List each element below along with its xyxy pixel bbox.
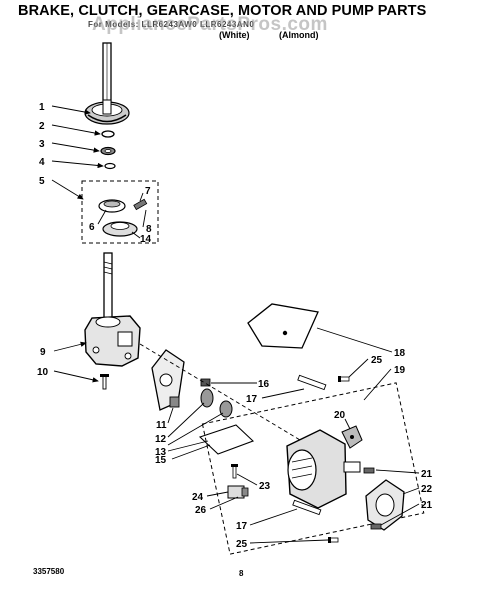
bearing-part-11 <box>169 396 180 408</box>
callout-leaders <box>51 105 420 544</box>
bracket-part-17-upper <box>297 374 327 391</box>
screw-part-23 <box>231 464 238 479</box>
callout-5: 5 <box>39 176 45 187</box>
mounting-plate <box>151 349 185 411</box>
motor-part-19 <box>286 429 361 509</box>
callout-12: 12 <box>155 434 167 445</box>
callout-6: 6 <box>89 222 95 233</box>
callout-18: 18 <box>394 348 406 359</box>
callout-16: 16 <box>258 379 270 390</box>
callout-8: 8 <box>146 224 152 235</box>
callout-25-upper: 25 <box>371 355 383 366</box>
callout-15: 15 <box>155 455 167 466</box>
variant-almond-label: (Almond) <box>279 30 319 40</box>
callout-22: 22 <box>421 484 433 495</box>
callout-21-lower: 21 <box>421 500 433 511</box>
callout-17-lower: 17 <box>236 521 248 532</box>
page-number: 8 <box>239 569 244 578</box>
model-numbers: For Models: LLR6243AW0 LLR6243AN0 <box>88 20 255 29</box>
gasket-part-13 <box>198 424 255 455</box>
ring-part-4 <box>104 162 116 170</box>
callout-25-lower: 25 <box>236 539 248 550</box>
bracket-part-17-lower <box>292 499 322 516</box>
screw-part-10 <box>100 374 109 390</box>
callout-9: 9 <box>40 347 46 358</box>
callout-13: 13 <box>155 447 167 458</box>
screw-part-25-lower <box>328 537 339 543</box>
clutch-part-14 <box>102 221 138 237</box>
shaft-guide-line <box>139 343 301 441</box>
callout-3: 3 <box>39 139 45 150</box>
clutch-part-6 <box>98 199 126 213</box>
brake-part-1 <box>84 99 130 125</box>
callout-2: 2 <box>39 121 45 132</box>
screw-part-25-upper <box>338 376 350 382</box>
washer-part-2 <box>101 130 115 138</box>
washer-part-3 <box>100 146 116 156</box>
seal-part-12 <box>200 388 233 418</box>
variant-white-label: (White) <box>219 30 250 40</box>
clip-part-16 <box>200 378 211 387</box>
callout-7: 7 <box>145 186 151 197</box>
callout-4: 4 <box>39 157 45 168</box>
clip-part-21-lower <box>370 523 382 530</box>
mount-part-24 <box>227 485 249 499</box>
watermark: AppliancePartsPros.com <box>92 14 328 35</box>
clutch-assembly-box <box>81 180 159 244</box>
callout-24: 24 <box>192 492 204 503</box>
callout-17-upper: 17 <box>246 394 258 405</box>
motor-assembly-box <box>201 382 425 555</box>
callout-20: 20 <box>334 410 346 421</box>
clip-part-21-upper <box>363 467 375 474</box>
clutch-spring-7 <box>133 198 148 211</box>
document-number: 3357580 <box>33 567 65 576</box>
switch-part-20 <box>341 425 363 449</box>
shield-part-18 <box>247 303 319 349</box>
callout-19: 19 <box>394 365 406 376</box>
page-title: BRAKE, CLUTCH, GEARCASE, MOTOR AND PUMP … <box>18 3 427 19</box>
callout-1: 1 <box>39 102 45 113</box>
callout-23: 23 <box>259 481 271 492</box>
callout-14: 14 <box>140 234 152 245</box>
lower-shaft <box>103 252 113 319</box>
callout-21-upper: 21 <box>421 469 433 480</box>
callout-26: 26 <box>195 505 207 516</box>
callout-11: 11 <box>156 420 167 431</box>
callout-10: 10 <box>37 367 49 378</box>
upper-shaft <box>102 42 112 102</box>
gearcase-part-9 <box>84 315 141 367</box>
